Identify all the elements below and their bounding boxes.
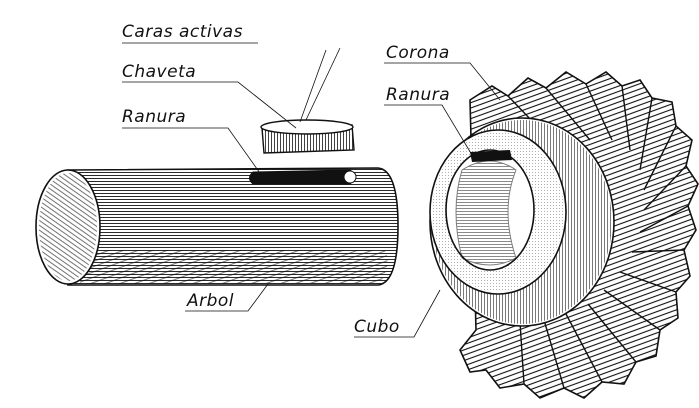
- label-arbol: Arbol: [186, 291, 234, 311]
- key-top-face: [260, 119, 354, 135]
- gear-bore-inner: [455, 160, 517, 266]
- label-chaveta: Chaveta: [122, 62, 196, 82]
- gear-keyway: [470, 150, 512, 162]
- shaft: [35, 167, 399, 286]
- labels: Caras activas Chaveta Ranura Arbol Coron…: [122, 22, 450, 337]
- label-ranura-shaft: Ranura: [122, 107, 186, 127]
- shaft-keyway: [249, 169, 356, 185]
- leader-lines: [122, 42, 501, 338]
- label-caras-activas: Caras activas: [122, 22, 243, 42]
- label-ranura-gear: Ranura: [386, 85, 450, 105]
- key: [260, 119, 355, 154]
- shaft-end-face-texture: [39, 173, 97, 281]
- shaft-shadow: [80, 250, 388, 284]
- gear-teeth: [507, 83, 689, 389]
- label-cubo: Cubo: [354, 317, 400, 337]
- label-corona: Corona: [386, 43, 450, 63]
- shaft-keyway-end: [343, 170, 357, 184]
- bevel-gear: [429, 71, 699, 399]
